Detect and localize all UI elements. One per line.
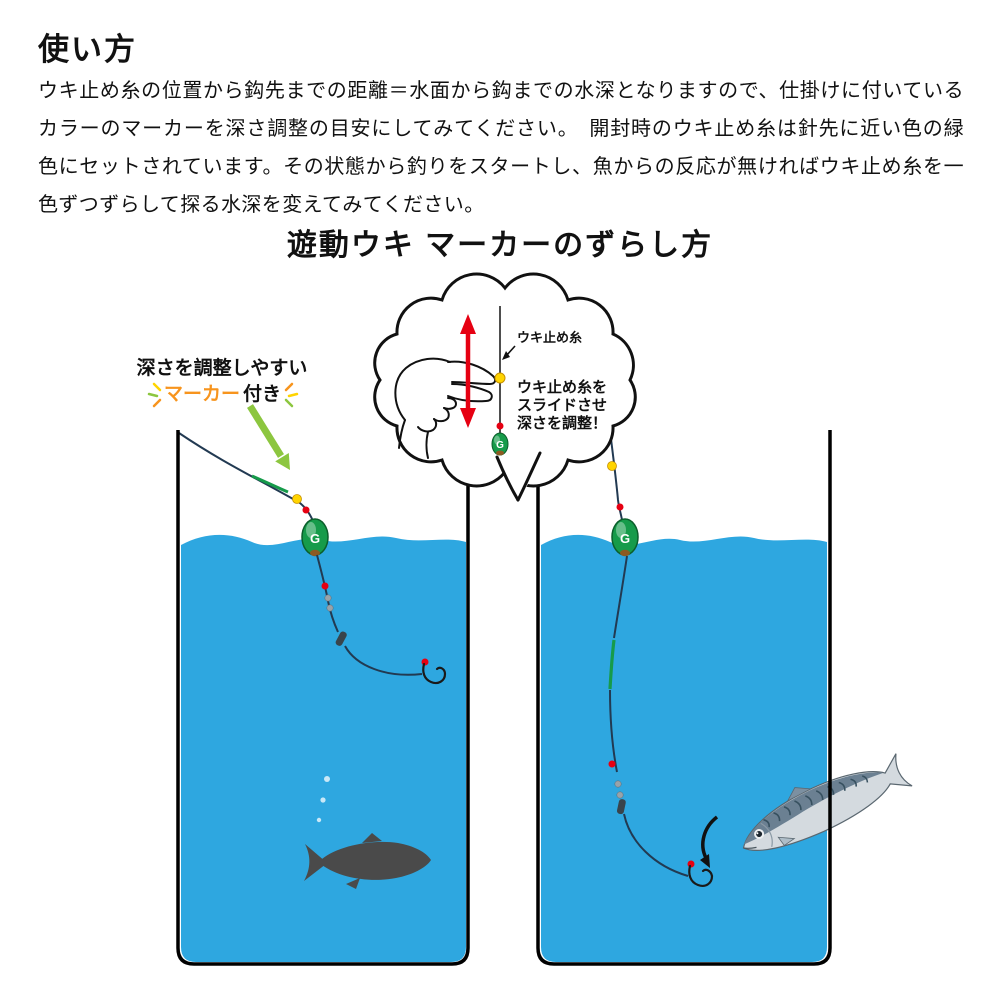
marker-callout-line1: 深さを調整しやすい — [137, 356, 308, 379]
speech-bubble: G ウキ止め糸 ウキ止め糸を スライドさせ 深さを調整！ — [373, 272, 637, 502]
right-line-green-marker — [608, 639, 616, 690]
mackerel-eye-glint — [756, 832, 759, 835]
instruction-line-1: ウキ止め糸を — [517, 378, 607, 396]
right-float: G — [611, 518, 639, 557]
stopper-label-pointer-head — [502, 351, 510, 360]
stopper-line-label: ウキ止め糸 — [517, 330, 582, 345]
bubble-yellow-stopper-bead — [494, 372, 506, 384]
left-red-bead — [302, 506, 310, 514]
left-line-green-marker — [251, 474, 289, 494]
right-swivel-weight — [616, 799, 626, 815]
right-tank-outline — [536, 430, 832, 966]
left-gray-bead-2 — [326, 604, 334, 612]
mackerel-dorsal-fin — [786, 787, 813, 802]
marker-emphasis-ticks — [147, 382, 299, 408]
right-yellow-stopper-bead — [607, 461, 617, 471]
marker-callout: 深さを調整しやすい マーカー 付き — [137, 356, 308, 470]
bubble-float-letter: G — [496, 440, 504, 451]
left-gray-bead-1 — [324, 594, 332, 602]
left-swivel-weight — [335, 631, 347, 646]
bubble-tail-right-edge — [516, 451, 542, 502]
right-gray-bead-2 — [616, 791, 624, 799]
right-leader-line — [623, 813, 689, 877]
page-title: 使い方 — [38, 32, 137, 67]
fish-strike-arrow — [700, 815, 719, 868]
left-underwater-red-bead — [321, 582, 329, 590]
fish-silhouette — [304, 833, 431, 889]
right-fishing-line-upper — [609, 430, 623, 521]
left-fishing-line-upper — [178, 432, 314, 522]
right-float-letter: G — [620, 531, 630, 546]
float-bottom-tip — [620, 549, 630, 557]
left-tank: G — [176, 430, 470, 966]
float-highlight — [306, 522, 316, 538]
bubble-tail-left-edge — [495, 455, 520, 502]
right-fishing-line-lower-2 — [609, 689, 618, 773]
right-water — [541, 534, 827, 962]
usage-description: ウキ止め糸の位置から鈎先までの距離＝水面から鈎までの水深となりますので、仕掛けに… — [38, 80, 964, 216]
mackerel-gill — [760, 822, 773, 848]
left-tank-outline — [176, 430, 470, 966]
left-float: G — [301, 518, 329, 557]
hand-illustration — [394, 357, 497, 459]
marker-callout-highlight: マーカー — [164, 383, 240, 405]
right-underwater-red-bead — [608, 760, 616, 768]
right-gray-bead-1 — [614, 780, 622, 788]
instruction-line-3: 深さを調整！ — [517, 414, 607, 432]
right-tank: G — [536, 430, 913, 966]
green-pointer-arrow — [247, 404, 290, 470]
diagram-title: 遊動ウキ マーカーのずらし方 — [286, 229, 714, 262]
right-red-bead — [616, 503, 624, 511]
float-bottom-tip — [310, 549, 320, 557]
red-slide-arrow — [460, 314, 476, 428]
instruction-line-2: スライドさせ — [517, 397, 607, 414]
air-bubbles — [316, 776, 330, 823]
left-water — [181, 534, 466, 962]
marker-callout-suffix: 付き — [243, 382, 281, 405]
left-hook — [422, 662, 447, 685]
float-highlight — [616, 522, 626, 538]
bubble-red-bead — [496, 422, 504, 430]
mackerel-mouth — [743, 846, 757, 849]
right-hook — [688, 864, 714, 887]
right-fishing-line-lower — [613, 555, 628, 639]
bubble-tail-mask — [494, 452, 546, 500]
left-yellow-stopper-bead — [292, 494, 302, 504]
mackerel-pectoral-fin — [777, 836, 796, 846]
left-float-letter: G — [310, 531, 320, 546]
rig-diagram: G — [137, 272, 913, 966]
bubble-mini-float: G — [491, 432, 509, 456]
mackerel-fish — [742, 753, 913, 851]
left-leader-line — [344, 645, 423, 676]
